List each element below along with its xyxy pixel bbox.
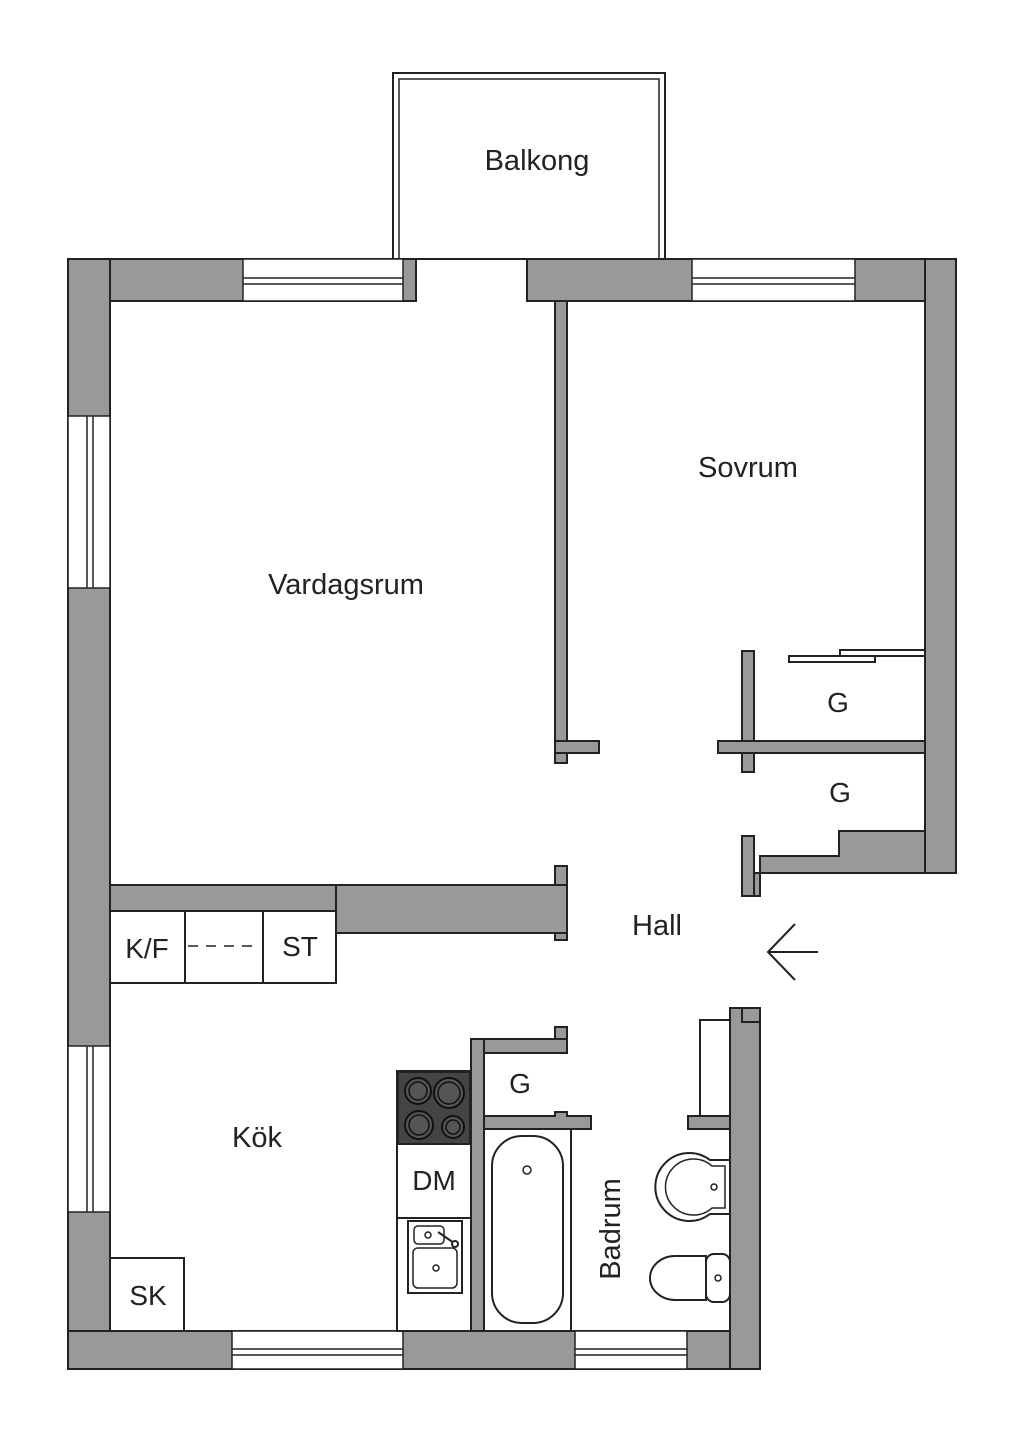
label-wardrobe-1: G <box>827 687 849 718</box>
wall-step <box>741 830 956 897</box>
sliding-panel-1 <box>788 655 876 663</box>
washbasin <box>654 1152 731 1222</box>
window-kitchen-left <box>67 1045 111 1213</box>
label-pantry: SK <box>129 1280 167 1311</box>
toilet-tank <box>705 1253 731 1303</box>
interior-walls <box>109 300 926 1332</box>
sink <box>407 1220 463 1294</box>
label-hall: Hall <box>632 910 682 942</box>
label-kok: Kök <box>232 1122 282 1154</box>
windows <box>67 258 856 1370</box>
label-fridge-freezer: K/F <box>125 933 169 964</box>
label-vardagsrum: Vardagsrum <box>268 569 424 601</box>
kitchen-cabinets <box>109 910 337 1332</box>
wall-closet-lower <box>741 835 755 897</box>
toilet-bowl <box>649 1255 707 1301</box>
kitchen-counter <box>396 1070 472 1332</box>
wall-bath-top-right <box>687 1115 731 1130</box>
cabinet-row <box>109 910 337 984</box>
pantry-cabinet <box>109 1257 185 1332</box>
label-wardrobe-3: G <box>509 1068 531 1099</box>
window-bedroom-top <box>691 258 856 302</box>
sliding-panel-2 <box>839 649 926 657</box>
window-living-left <box>67 415 111 589</box>
window-living-top <box>242 258 404 302</box>
wall-thick-segment <box>335 884 568 934</box>
label-badrum: Badrum <box>595 1178 627 1280</box>
window-bath-bottom <box>574 1330 688 1370</box>
wall-partition-stub <box>554 740 600 754</box>
label-dishwasher: DM <box>412 1165 456 1196</box>
wall-closet-horizontal <box>717 740 926 754</box>
wall-door-jamb <box>741 1007 761 1023</box>
window-kitchen-bottom <box>231 1330 404 1370</box>
wardrobe-sliding-door <box>788 649 926 663</box>
sink-basin-large <box>412 1247 458 1289</box>
label-wardrobe-2: G <box>829 777 851 808</box>
wall-right-lower <box>729 1007 761 1370</box>
bath-shelf <box>699 1019 731 1117</box>
bathtub <box>491 1135 564 1324</box>
wall-partition-living-bedroom <box>554 300 568 764</box>
wall-right <box>924 258 957 874</box>
label-cabinet: ST <box>282 931 318 962</box>
burner-4 <box>441 1115 465 1139</box>
label-sovrum: Sovrum <box>698 452 798 484</box>
arrow-left-icon <box>766 923 818 981</box>
bathroom-fixtures <box>483 1019 731 1332</box>
wall-bath-left <box>470 1038 485 1332</box>
label-balkong: Balkong <box>485 145 590 177</box>
wall-hall-closet <box>470 1026 592 1130</box>
